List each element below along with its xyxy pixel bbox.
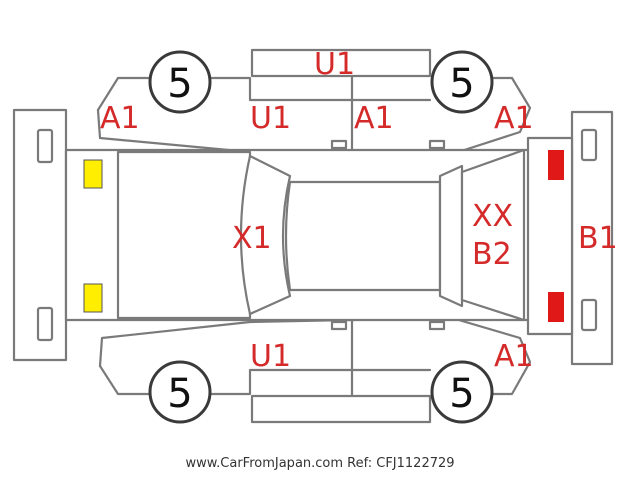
- damage-label-door-top: A1: [354, 101, 394, 136]
- wheel-front-left: 5: [148, 50, 212, 114]
- hood-panel: [116, 150, 252, 320]
- rear-bumper-slot-top: [580, 128, 598, 162]
- front-bumper-slot-top: [36, 128, 54, 164]
- damage-label-roof-top: U1: [314, 47, 355, 82]
- damage-label-hood: X1: [232, 221, 272, 256]
- car-condition-diagram: 5 5 5 5 U1 A1 U1 A1 A1 X1 XX B2 B1 U1 A1: [12, 47, 618, 424]
- tire-front-left-circle: [148, 50, 212, 114]
- damage-label-rear-bumper: B1: [578, 221, 618, 256]
- damage-label-pillar-top: U1: [250, 101, 291, 136]
- damage-label-fender-rear-right: A1: [494, 339, 534, 374]
- roof-panel: [284, 180, 442, 292]
- wheel-rear-left: 5: [430, 50, 494, 114]
- damage-label-fender-front-left: A1: [100, 101, 140, 136]
- door-handle-top-rear: [428, 139, 446, 150]
- damage-label-fender-rear-left: A1: [494, 101, 534, 136]
- damage-label-pillar-bottom: U1: [250, 339, 291, 374]
- wheel-front-right: 5: [148, 360, 212, 424]
- rear-light-bottom: [548, 292, 564, 322]
- tire-front-right-rating: 5: [167, 371, 192, 417]
- trunk-panel: [460, 148, 526, 322]
- rear-bumper-slot-bottom: [580, 298, 598, 332]
- rear-window: [438, 164, 464, 308]
- front-light-top: [83, 159, 103, 189]
- damage-label-trunk-line1: XX: [472, 199, 513, 234]
- front-bumper: [12, 108, 68, 362]
- tire-rear-left-rating: 5: [449, 61, 474, 107]
- left-side-body: [96, 76, 532, 156]
- right-side-body: [98, 316, 532, 396]
- front-bumper-slot-bottom: [36, 306, 54, 342]
- door-handle-top-front: [330, 139, 348, 150]
- tire-front-left-rating: 5: [167, 61, 192, 107]
- roof-rail-top: [250, 48, 432, 78]
- tire-rear-right-rating: 5: [449, 371, 474, 417]
- windshield: [239, 154, 292, 316]
- tire-front-right-circle: [148, 360, 212, 424]
- wheel-rear-right: 5: [430, 360, 494, 424]
- tire-rear-left-circle: [430, 50, 494, 114]
- front-light-bottom: [83, 283, 103, 313]
- reference-footer: www.CarFromJapan.com Ref: CFJ1122729: [185, 456, 455, 471]
- damage-label-trunk-line2: B2: [472, 237, 512, 272]
- door-handle-bottom-front: [330, 320, 348, 331]
- tire-rear-right-circle: [430, 360, 494, 424]
- door-handle-bottom-rear: [428, 320, 446, 331]
- rear-light-top: [548, 150, 564, 180]
- roof-rail-bottom: [250, 394, 432, 424]
